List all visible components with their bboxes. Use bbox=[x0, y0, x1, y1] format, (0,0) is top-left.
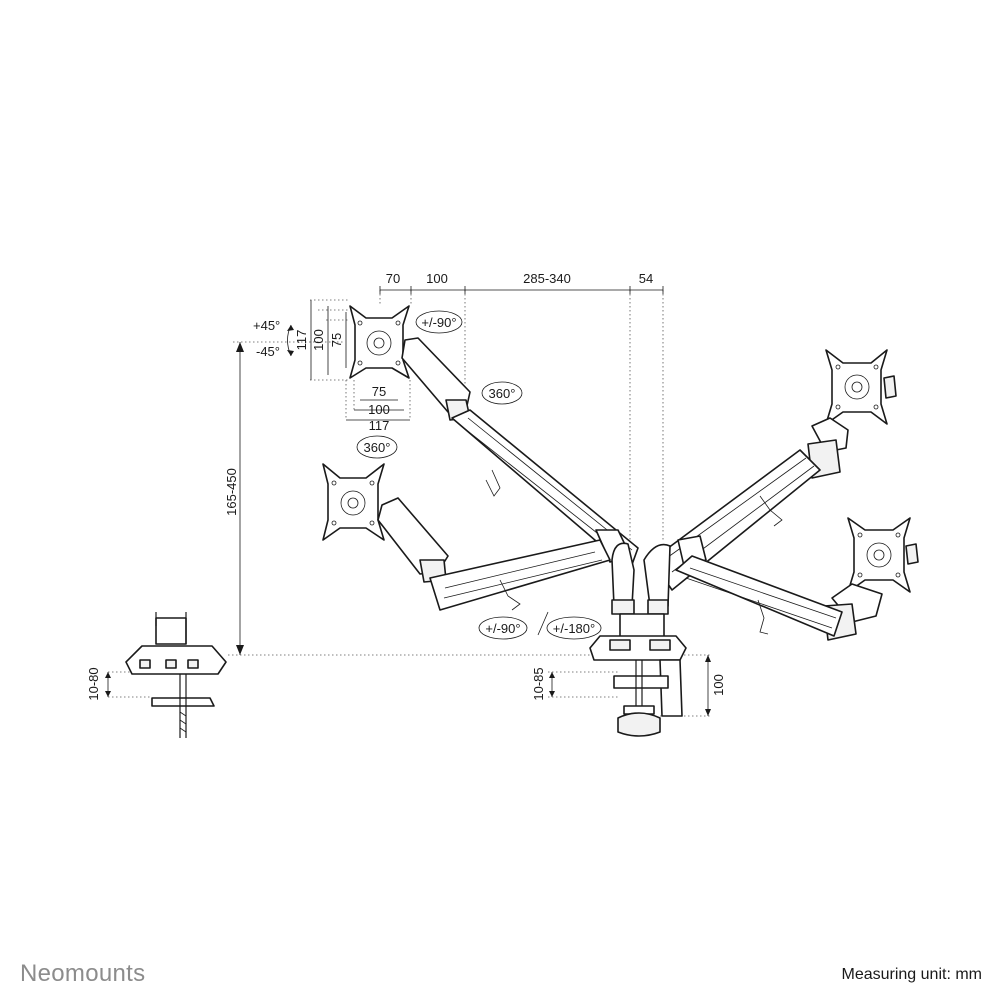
rotation-badge-vesa-90: +/-90° bbox=[415, 310, 463, 334]
dim-label-100: 100 bbox=[426, 271, 448, 286]
arm-lower-right bbox=[675, 555, 883, 641]
tilt-minus-label: -45° bbox=[256, 344, 280, 359]
arm-upper-right bbox=[651, 417, 849, 591]
desk-clamp-center bbox=[589, 635, 687, 737]
arm-upper-left bbox=[401, 337, 639, 571]
arm-lower-left bbox=[377, 497, 611, 611]
vesa-plate-mid-right bbox=[847, 517, 919, 593]
dim-label-70: 70 bbox=[386, 271, 400, 286]
brand-logo: Neomounts bbox=[20, 960, 146, 987]
rotation-badge-arm-90: +/-90° bbox=[478, 616, 528, 640]
dim-label-54: 54 bbox=[639, 271, 653, 286]
dim-label-vesa-h-100: 100 bbox=[368, 402, 390, 417]
svg-text:+/-180°: +/-180° bbox=[553, 621, 595, 636]
vesa-plate-top-left bbox=[349, 305, 410, 379]
dim-label-desk-right: 100 bbox=[711, 674, 726, 696]
dimension-lines bbox=[105, 286, 711, 716]
dim-label-vesa-v-117: 117 bbox=[294, 330, 309, 351]
rotation-badge-base-180: +/-180° bbox=[546, 616, 602, 640]
tilt-plus-label: +45° bbox=[253, 318, 280, 333]
dim-label-vesa-h-117: 117 bbox=[369, 418, 390, 433]
guide-lines bbox=[108, 290, 712, 717]
dim-label-height: 165-450 bbox=[224, 468, 239, 516]
center-column bbox=[611, 542, 671, 641]
dim-label-285-340: 285-340 bbox=[523, 271, 571, 286]
svg-text:360°: 360° bbox=[364, 440, 391, 455]
desk-clamp-left bbox=[125, 612, 227, 738]
rotation-badge-360-upper: 360° bbox=[481, 381, 523, 405]
dim-label-desk-center: 10-85 bbox=[531, 667, 546, 700]
dim-label-vesa-v-100: 100 bbox=[311, 329, 326, 351]
svg-text:+/-90°: +/-90° bbox=[421, 315, 456, 330]
vesa-plate-top-right bbox=[825, 349, 897, 425]
svg-text:+/-90°: +/-90° bbox=[485, 621, 520, 636]
measuring-unit-label: Measuring unit: mm bbox=[841, 966, 983, 983]
dim-label-desk-left: 10-80 bbox=[86, 667, 101, 700]
dimension-labels: 70 100 285-340 54 117 100 75 75 100 117 … bbox=[86, 271, 726, 701]
vesa-plate-mid-left bbox=[322, 463, 385, 541]
dim-label-vesa-h-75: 75 bbox=[372, 384, 386, 399]
rotation-badges: +/-90° 360° 360° +/-90° +/-180° bbox=[356, 310, 602, 640]
svg-text:360°: 360° bbox=[489, 386, 516, 401]
dim-label-vesa-v-75: 75 bbox=[329, 333, 344, 347]
rotation-badge-360-lower: 360° bbox=[356, 435, 398, 459]
